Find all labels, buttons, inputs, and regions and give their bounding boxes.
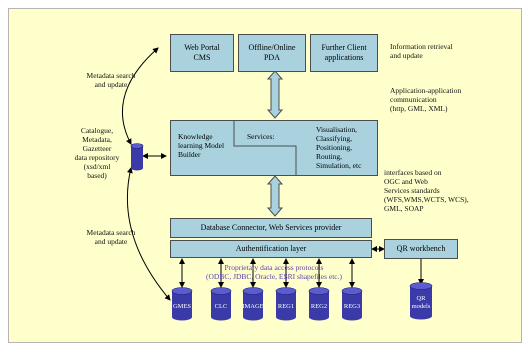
pda-label: Offline/Online PDA [248,43,296,62]
database-label-image: IMAGE [242,303,263,310]
database-cylinder-clc: CLC [210,287,232,321]
database-cylinder-reg3: REG3 [341,287,363,321]
client-apps-box: Further Client applications [310,34,378,72]
services-connector-double-arrow [266,175,284,217]
database-connector-box: Database Connector, Web Services provide… [170,218,372,238]
metadata-note-upper: Metadata search and update [86,71,136,89]
database-cylinder-gmes: GMES [171,287,193,321]
auth-layer-label: Authentification layer [235,244,307,253]
database-label-reg2: REG2 [311,303,327,310]
database-label-gmes: GMES [173,303,191,310]
metadata-arrow-upper [122,47,159,145]
services-title: Services: [247,132,275,141]
database-label-reg1: REG1 [278,303,294,310]
database-cylinder-reg1: REG1 [275,287,297,321]
database-connector-label: Database Connector, Web Services provide… [200,223,342,232]
knowledge-builder-label: Knowledge learning Model Builder [178,132,225,159]
services-list: Visualisation, Classifying, Positioning,… [316,125,362,170]
metadata-note-lower: Metadata search and update [86,228,136,246]
metadata-arrow-lower [126,167,171,301]
qr-models-cylinder: QR models [409,282,433,320]
qr-models-label-line-2: models [412,303,431,310]
catalogue-label: Catalogue, Metadata, Gazetteer data repo… [74,126,120,180]
database-arrows [179,258,355,288]
info-retrieval-note: Information retrieval and update [390,42,453,60]
protocols-note: Proprietary data access protocols (ODBC,… [205,263,342,281]
database-label-reg3: REG3 [344,303,360,310]
client-apps-label: Further Client applications [321,43,367,62]
qr-workbench-box: QR workbench [384,239,458,259]
web-portal-box: Web Portal CMS [170,34,234,72]
app-communication-note: Application-application communication (h… [390,86,462,113]
ogc-interfaces-note: interfaces based on OGC and Web Services… [384,168,469,213]
database-cylinder-image: IMAGE [242,287,264,321]
qr-models-label-line-1: QR [416,295,426,302]
qr-workbench-label: QR workbench [396,244,446,253]
database-cylinder-reg2: REG2 [308,287,330,321]
pda-box: Offline/Online PDA [238,34,306,72]
auth-layer-box: Authentification layer [170,240,372,258]
database-label-clc: CLC [215,303,228,310]
client-services-double-arrow [266,70,284,119]
web-portal-label: Web Portal CMS [184,43,220,62]
